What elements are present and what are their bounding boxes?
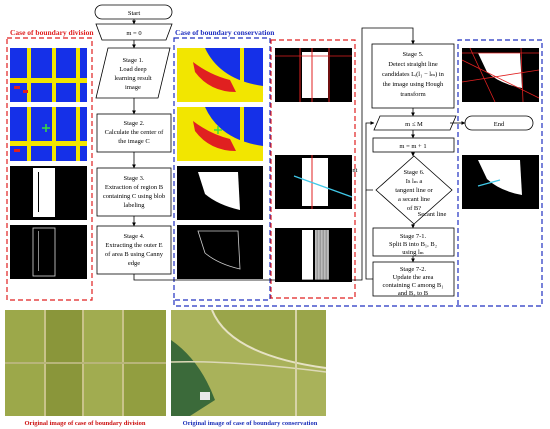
stage6-line1: Stage 6.: [404, 169, 425, 176]
stage71-line1: Stage 7-1.: [400, 233, 427, 240]
increment-label: m = m + 1: [399, 143, 426, 150]
stage72-line2: Update the area: [393, 274, 434, 281]
tangent-check-division-image: [275, 155, 353, 209]
stage71-box: [372, 227, 455, 257]
stage6-line4: a secant line: [398, 196, 430, 203]
init-label: m = 0: [126, 30, 141, 37]
end-label: End: [494, 121, 505, 128]
condition-box: [373, 115, 457, 131]
original-conservation-photo: [170, 309, 327, 416]
division-blob-image: [10, 166, 87, 220]
stage4-line1: Stage 4.: [124, 233, 145, 240]
header-boundary-conservation: Case of boundary conservation: [175, 28, 275, 37]
stage6-line2: Is lₘ a: [406, 178, 423, 185]
caption-division: Original image of case of boundary divis…: [25, 420, 146, 427]
stage4-line2: Extracting the outer E: [105, 242, 162, 249]
stage-processing-group: [270, 39, 356, 299]
init-box: [95, 23, 173, 41]
stage5-line2: Detect straight line: [388, 61, 438, 68]
hough-lines-conservation-image: [461, 47, 540, 103]
tangent-label-line2: line: [342, 176, 352, 183]
stage1-line3: learning result: [114, 75, 152, 82]
tangent-check-conservation-image: [462, 155, 539, 209]
secant-label: Secant line: [418, 211, 447, 218]
stage72-line3: containing C among B₁: [383, 282, 444, 289]
stage71-line3: using lₘ: [402, 249, 424, 256]
boundary-conservation-group: [173, 37, 271, 301]
stage5-line5: transform: [400, 91, 425, 98]
boundary-division-group: [6, 37, 93, 301]
conservation-edge-image: [177, 225, 263, 279]
stage1-box: [95, 47, 171, 99]
stage3-line3: containing C using blob: [103, 193, 165, 200]
conservation-center-image: [177, 107, 263, 161]
stage72-line1: Stage 7-2.: [400, 266, 427, 273]
stage2-line3: the image C: [118, 138, 149, 145]
stage5-line3: candidates Lᵢ(l₁ − lₘ) in: [382, 71, 445, 78]
center-mark-icon: [42, 124, 50, 132]
stage6-line3: tangent line or: [395, 187, 433, 194]
start-label: Start: [128, 10, 140, 17]
start-node: [94, 4, 173, 20]
header-boundary-division: Case of boundary division: [10, 28, 94, 37]
stage3-box: [96, 167, 172, 217]
stage1-line4: image: [125, 84, 141, 91]
conservation-extended-group: [173, 39, 543, 307]
conservation-segmentation-image: [176, 48, 264, 102]
stage4-line4: edge: [128, 260, 140, 267]
division-edge-image: [10, 225, 87, 279]
tangent-label-line1: Tangent: [337, 167, 358, 174]
stage5-line1: Stage 5.: [403, 51, 424, 58]
hough-lines-division-image: [275, 48, 352, 102]
division-center-image: [10, 107, 87, 161]
split-division-image: [275, 228, 352, 282]
stage5-box: [371, 43, 455, 109]
stage2-line2: Calculate the center of: [105, 129, 164, 136]
stage1-line2: Load deep: [119, 66, 146, 73]
stage3-line2: Extraction of region B: [105, 184, 164, 191]
caption-conservation: Original image of case of boundary conse…: [183, 420, 318, 427]
stage4-line3: of area B using Canny: [105, 251, 164, 258]
stage71-line2: Split B into B₁, B₂: [389, 241, 437, 248]
stage3-line1: Stage 3.: [124, 175, 145, 182]
original-division-photo: [5, 310, 166, 416]
condition-label: m ≤ M: [405, 121, 423, 128]
stage3-line4: labeling: [124, 202, 146, 209]
stage72-box: [372, 261, 455, 297]
division-segmentation-image: [10, 48, 87, 102]
stage6-diamond: [375, 155, 453, 225]
stage5-line4: the image using Hough: [383, 81, 444, 88]
stage4-box: [96, 225, 172, 275]
stage72-line4: and B₂ to B: [398, 290, 429, 297]
stage6-line5: of B?: [407, 205, 421, 212]
conservation-blob-image: [177, 166, 263, 220]
stage1-line1: Stage 1.: [123, 57, 144, 64]
stage2-line1: Stage 2.: [124, 120, 145, 127]
